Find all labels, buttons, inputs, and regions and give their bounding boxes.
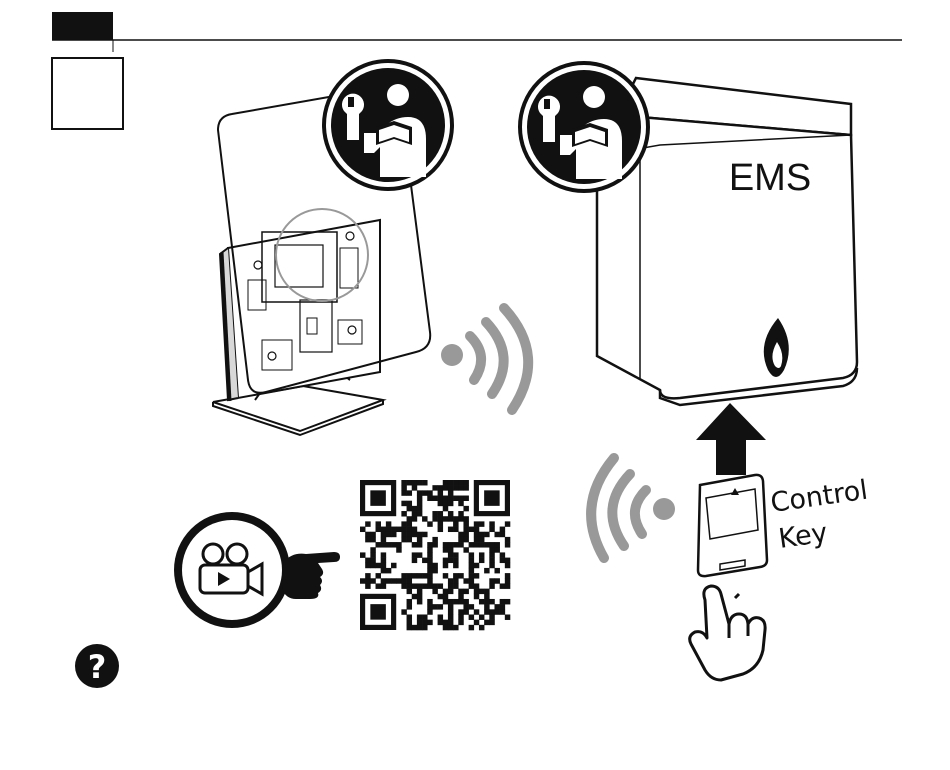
video-icon[interactable] — [174, 512, 290, 628]
arrow-up-icon — [696, 403, 766, 475]
installer-manual-icon — [324, 61, 452, 189]
pointing-hand-icon — [282, 552, 340, 599]
pointing-hand-icon — [690, 586, 765, 680]
qr-code[interactable] — [360, 480, 510, 630]
control-key-card[interactable] — [698, 475, 767, 576]
control-key-label-line1: Control — [769, 475, 870, 519]
page-tab — [52, 12, 113, 40]
svg-text:?: ? — [88, 648, 107, 686]
installer-manual-icon — [520, 63, 648, 191]
control-key-label-line2: Key — [777, 517, 830, 555]
step-number-box — [52, 58, 123, 129]
question-icon[interactable]: ? — [75, 644, 119, 688]
wireless-signal-icon — [591, 458, 675, 558]
wireless-signal-icon — [441, 308, 528, 410]
boiler-label: EMS — [729, 157, 811, 199]
